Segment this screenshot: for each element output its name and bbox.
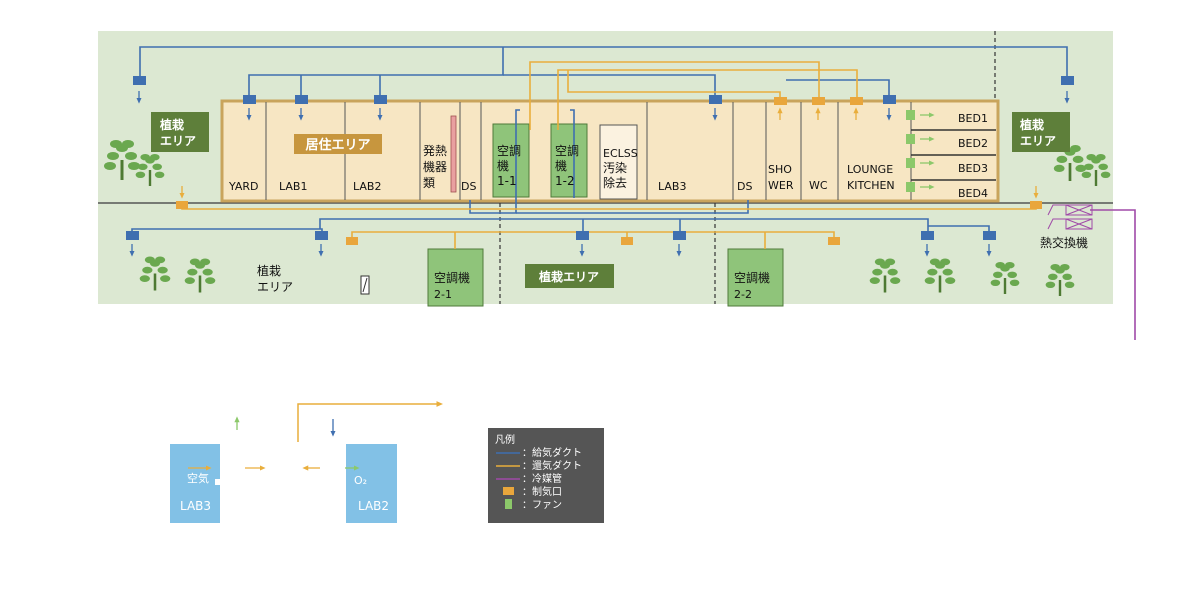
eclss-line1: ECLSS bbox=[603, 147, 638, 160]
detail-o2-label: O₂ bbox=[354, 474, 367, 487]
room-lab3: LAB3 bbox=[658, 180, 686, 193]
room-yard: YARD bbox=[228, 180, 259, 193]
room-lounge: LOUNGE bbox=[847, 163, 893, 176]
room-lab2: LAB2 bbox=[353, 180, 381, 193]
ahu-1-1-box bbox=[492, 123, 530, 198]
room-labels: YARD LAB1 LAB2 発熱 機器 類 DS 空調 機 1-1 空調 機 … bbox=[228, 112, 988, 200]
lab2-block bbox=[346, 444, 397, 523]
ahu-1-1-line2: 機 bbox=[497, 158, 509, 173]
legend-items: ：給気ダクト：還気ダクト：冷媒管：制気口 ：ファン bbox=[496, 446, 582, 511]
detail-lab3-label: LAB3 bbox=[180, 499, 211, 513]
planting-right-line2: エリア bbox=[1020, 134, 1056, 148]
room-equip-1: 発熱 bbox=[423, 144, 447, 158]
ahu-2-2-line2: 2-2 bbox=[734, 288, 752, 301]
ahu-2-1-box bbox=[427, 248, 484, 307]
planting-left-badge bbox=[151, 112, 209, 152]
tree-icon bbox=[924, 258, 956, 293]
supply-flow-arrows bbox=[129, 91, 1070, 257]
room-bed4: BED4 bbox=[958, 187, 988, 200]
tree-icon bbox=[184, 258, 216, 293]
legend-title: 凡例 bbox=[495, 433, 515, 446]
room-kitchen: KITCHEN bbox=[847, 179, 895, 192]
detail-lab2-label: LAB2 bbox=[358, 499, 389, 513]
tree-icon bbox=[990, 262, 1020, 294]
legend-label: ：ファン bbox=[522, 500, 562, 511]
detail-air-label: 空気 bbox=[187, 471, 209, 485]
room-bed1: BED1 bbox=[958, 112, 988, 125]
ahu-1-2-line1: 空調 bbox=[555, 144, 579, 158]
legend-symbol-vent bbox=[503, 487, 514, 495]
room-shower-2: WER bbox=[768, 179, 794, 192]
heat-exchanger-label: 熱交換機 bbox=[1040, 235, 1088, 250]
planting-right-line1: 植栽 bbox=[1019, 117, 1044, 132]
ahu-2-2-box bbox=[727, 248, 784, 307]
legend-symbol-fan bbox=[505, 499, 512, 509]
legend-label: ：制気口 bbox=[522, 485, 562, 498]
room-bed2: BED2 bbox=[958, 137, 988, 150]
room-wc: WC bbox=[809, 179, 828, 192]
ahu-2-1-line1: 空調機 bbox=[434, 270, 470, 285]
room-equip-3: 類 bbox=[423, 176, 435, 190]
ahu-1-1-line3: 1-1 bbox=[497, 174, 517, 188]
legend-label: ：還気ダクト bbox=[522, 459, 582, 472]
room-lab1: LAB1 bbox=[279, 180, 307, 193]
planting-lower-left-line1: 植栽 bbox=[257, 263, 281, 278]
heat-exchanger-icon bbox=[1047, 204, 1093, 230]
eclss-line3: 除去 bbox=[603, 175, 627, 190]
planting-left-line1: 植栽 bbox=[159, 117, 184, 132]
bed-dividers bbox=[911, 129, 996, 181]
planting-center-badge bbox=[525, 264, 614, 288]
detail-flow-arrows bbox=[188, 416, 360, 471]
ahu-1-2-line3: 1-2 bbox=[555, 174, 575, 188]
tree-icon bbox=[1081, 154, 1111, 186]
heater-bar bbox=[450, 115, 457, 193]
room-equip-2: 機器 bbox=[423, 159, 447, 174]
planting-lower-left-line2: エリア bbox=[257, 280, 293, 294]
planting-left-line2: エリア bbox=[160, 134, 196, 148]
ahu-1-2-box bbox=[550, 123, 588, 198]
return-vents bbox=[176, 97, 1042, 245]
supply-vents bbox=[126, 76, 1074, 240]
lab3-block bbox=[170, 444, 220, 523]
return-flow-arrows bbox=[179, 107, 1039, 199]
tree-icon bbox=[1053, 145, 1087, 181]
room-ds-2: DS bbox=[737, 180, 752, 193]
legend-label: ：給気ダクト bbox=[522, 446, 582, 459]
trees bbox=[104, 140, 1111, 296]
ahu-2-1-line2: 2-1 bbox=[434, 288, 452, 301]
refrigerant-pipe bbox=[1090, 209, 1136, 340]
living-area-badge bbox=[294, 134, 382, 154]
room-bed3: BED3 bbox=[958, 162, 988, 175]
eclss-box bbox=[599, 124, 638, 200]
room-shower-1: SHO bbox=[768, 163, 792, 176]
planting-right-badge bbox=[1012, 112, 1070, 152]
room-ds-1: DS bbox=[461, 180, 476, 193]
ahu-1-1-line1: 空調 bbox=[497, 144, 521, 158]
living-area-label: 居住エリア bbox=[305, 137, 370, 153]
tree-icon bbox=[1045, 264, 1075, 296]
planting-center-label: 植栽エリア bbox=[538, 269, 599, 284]
room-dividers bbox=[265, 102, 912, 200]
ahu-2-2-line1: 空調機 bbox=[734, 270, 770, 285]
bed-fans bbox=[906, 110, 915, 192]
detail-return-duct bbox=[297, 401, 443, 442]
legend-label: ：冷媒管 bbox=[522, 472, 562, 485]
tree-icon bbox=[104, 140, 140, 180]
eclss-line2: 汚染 bbox=[603, 160, 627, 175]
bed-fan-arrows bbox=[920, 112, 935, 190]
ahu-1-2-line2: 機 bbox=[555, 158, 567, 173]
tree-icon bbox=[135, 154, 165, 186]
tree-icon bbox=[869, 258, 901, 293]
tree-icon bbox=[139, 256, 171, 291]
